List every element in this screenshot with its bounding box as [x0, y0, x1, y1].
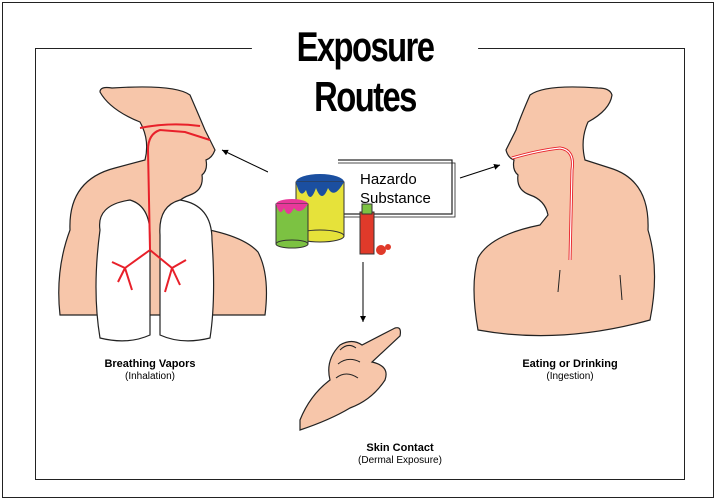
dermal-label: Skin Contact (Dermal Exposure) [330, 442, 470, 467]
dermal-label-main: Skin Contact [330, 442, 470, 455]
substance-label-line2: Substance [360, 190, 431, 207]
substance-label: Hazardo Substance [360, 170, 450, 208]
dermal-label-sub: (Dermal Exposure) [330, 455, 470, 467]
ingestion-figure [474, 87, 655, 336]
inhalation-label: Breathing Vapors (Inhalation) [55, 358, 245, 383]
right-lung [160, 200, 214, 341]
ingestion-label-main: Eating or Drinking [470, 358, 670, 371]
substance-label-line1: Hazardo [360, 171, 417, 188]
inhalation-label-sub: (Inhalation) [55, 371, 245, 383]
arrow-to-ingestion [460, 165, 500, 178]
ingestion-label: Eating or Drinking (Ingestion) [470, 358, 670, 383]
inhalation-figure [59, 87, 267, 341]
ingestion-label-sub: (Ingestion) [470, 371, 670, 383]
arrow-to-inhalation [222, 150, 268, 172]
hand-icon [300, 328, 400, 430]
inhalation-label-main: Breathing Vapors [55, 358, 245, 371]
page-title: Exposure Routes [252, 22, 478, 72]
